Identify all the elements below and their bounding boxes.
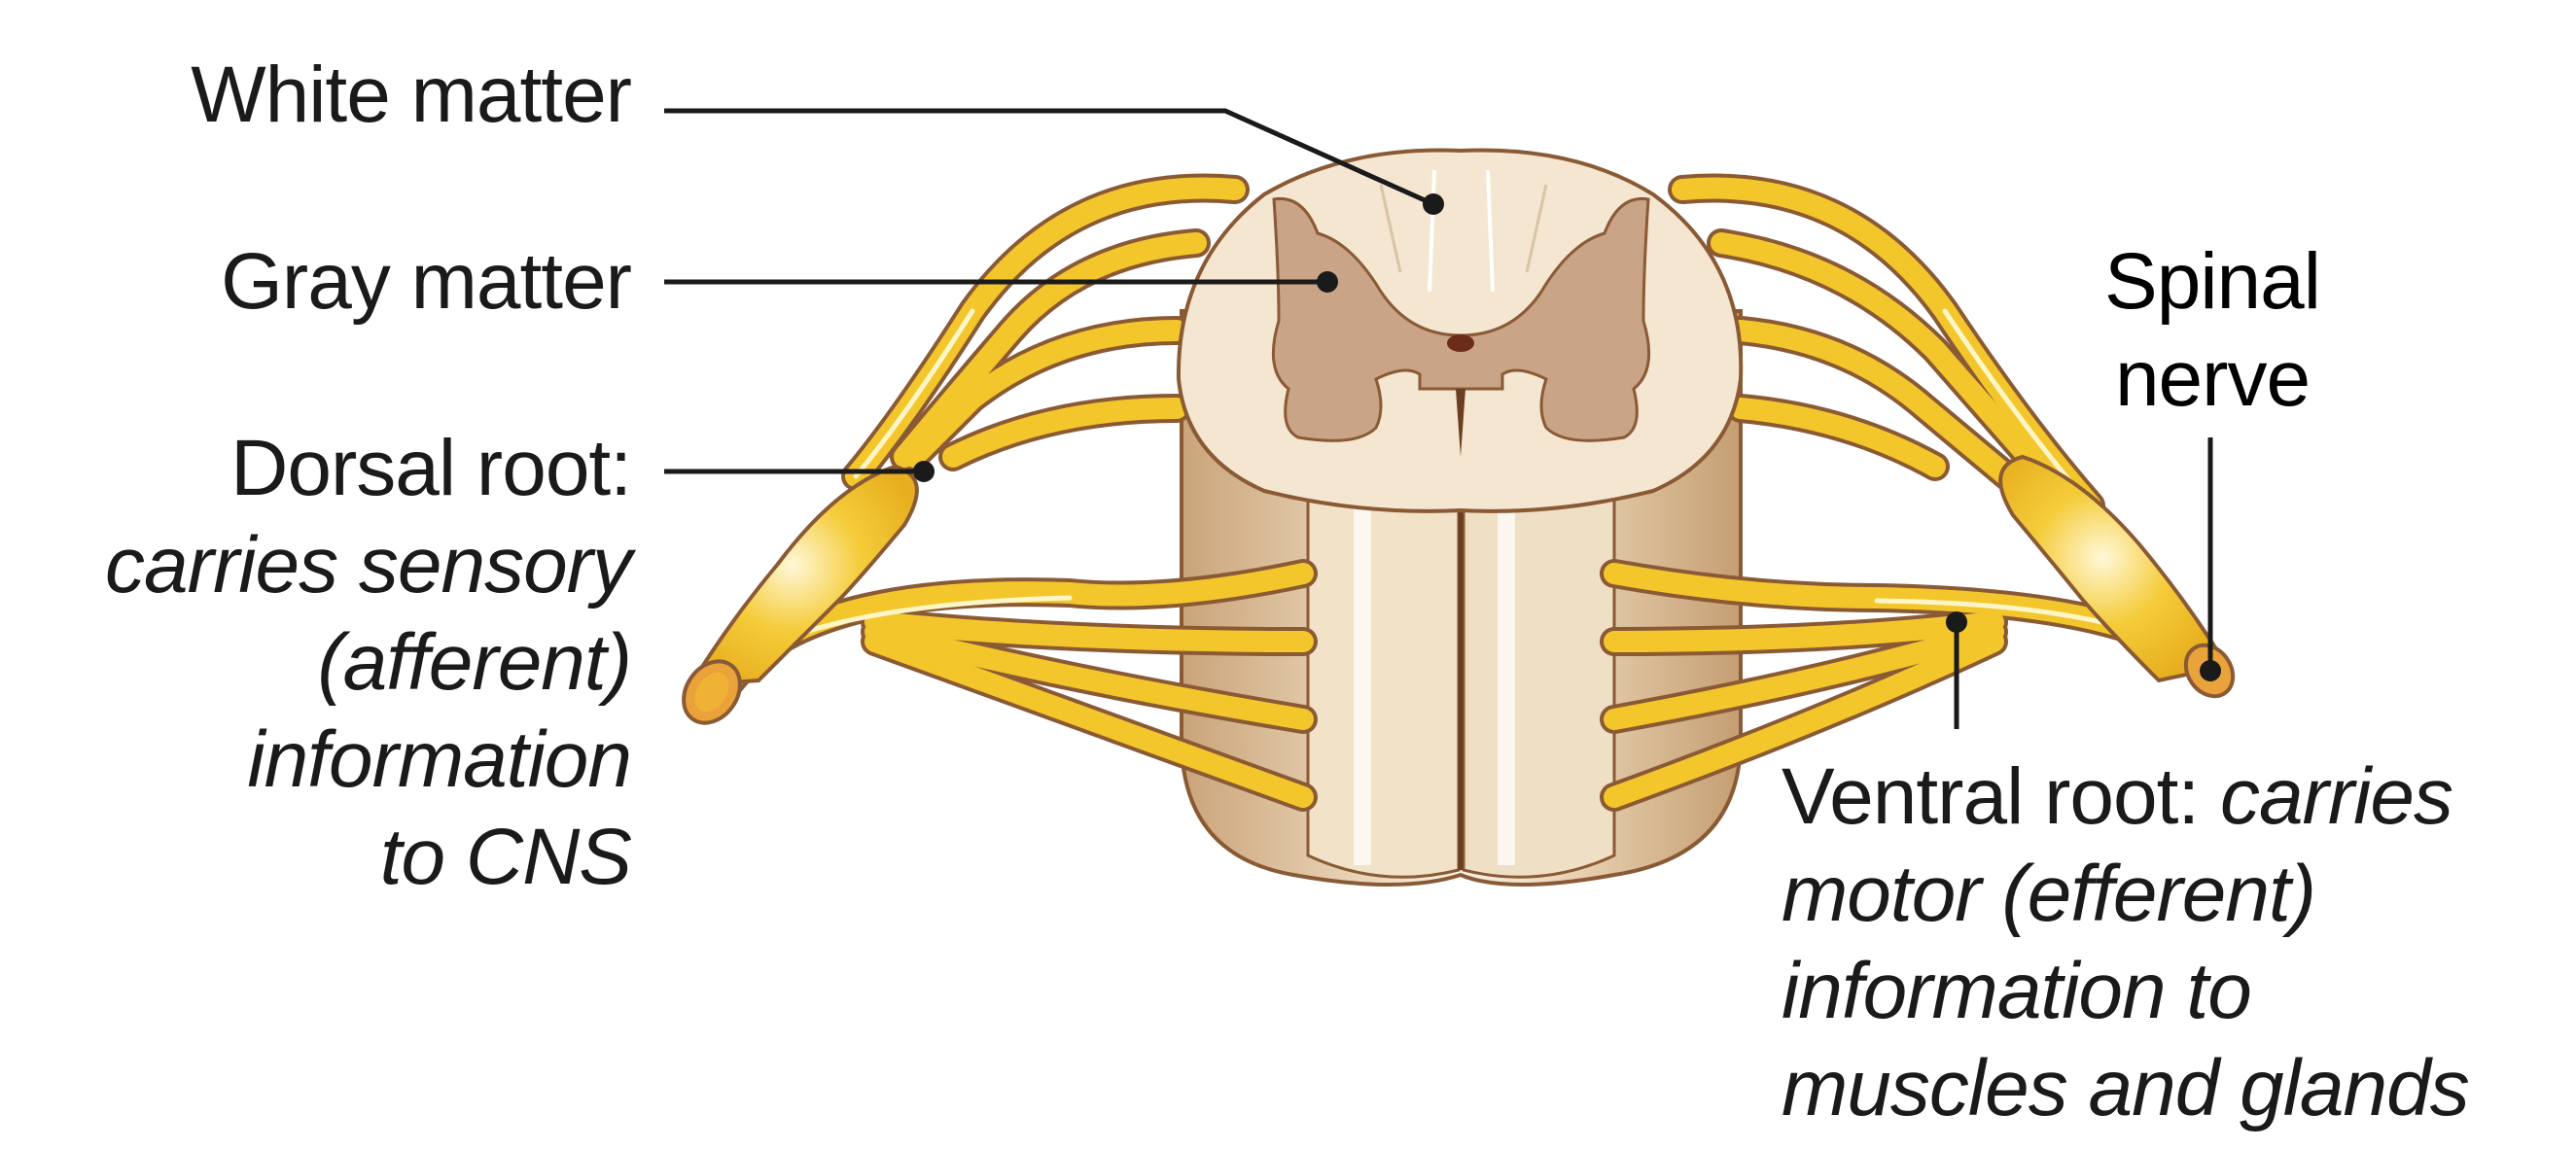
- label-dorsal-root: Dorsal root: carries sensory (afferent) …: [105, 420, 632, 906]
- label-spinal-nerve: Spinal nerve: [2052, 233, 2373, 428]
- ventral-root-term: Ventral root:: [1782, 752, 2200, 841]
- dorsal-root-term: Dorsal root:: [230, 424, 632, 512]
- cord-cross-section: [1176, 148, 1744, 513]
- label-white-matter: White matter: [191, 51, 632, 139]
- dorsal-root-desc-1: carries sensory: [105, 521, 632, 609]
- dorsal-root-desc-4: to CNS: [379, 813, 632, 901]
- ventral-root-desc-2: information to: [1782, 947, 2252, 1035]
- spinal-nerve-line-1: Spinal: [2104, 237, 2321, 326]
- leader-lines: [664, 108, 2221, 729]
- dorsal-root-desc-2: (afferent): [317, 618, 632, 707]
- spinal-nerve-line-2: nerve: [2114, 334, 2311, 423]
- left-dorsal-root-ganglion: [682, 464, 919, 725]
- ventral-root-desc-3: muscles and glands: [1782, 1044, 2470, 1132]
- ventral-root-desc-first: carries: [2219, 752, 2453, 841]
- label-gray-matter: Gray matter: [221, 237, 632, 326]
- label-ventral-root: Ventral root: carries motor (efferent) i…: [1782, 749, 2470, 1137]
- dorsal-root-desc-3: information: [247, 715, 632, 804]
- ventral-root-desc-1: motor (efferent): [1782, 850, 2316, 938]
